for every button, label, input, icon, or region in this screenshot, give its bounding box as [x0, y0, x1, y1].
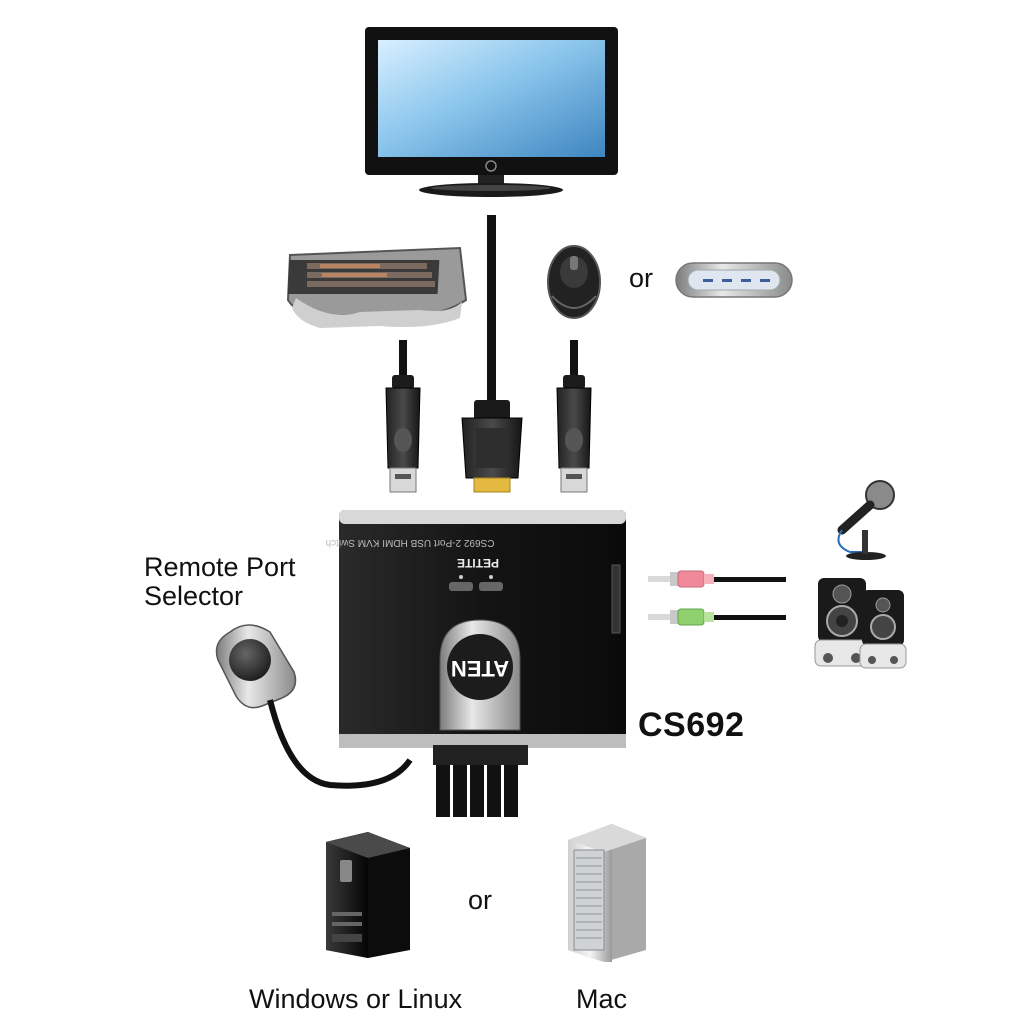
hdmi-cable	[461, 215, 523, 493]
microphone	[837, 480, 895, 560]
brand-logo: ATEN	[451, 656, 509, 681]
mouse	[547, 245, 601, 319]
monitor-screen	[378, 40, 605, 157]
power-button	[340, 860, 352, 882]
speaker-right	[859, 590, 907, 669]
audio-plug-pink	[648, 570, 786, 588]
usb-cable-keyboard	[385, 340, 421, 493]
model-label: CS692	[638, 706, 745, 744]
monitor	[365, 27, 618, 197]
kvm-switch: CS692 2-Port USB HDMI KVM Switch PETITE …	[326, 510, 626, 817]
remote-port-label-line2: Selector	[144, 581, 244, 611]
remote-selector-button[interactable]	[229, 639, 271, 681]
product-line-text: CS692 2-Port USB HDMI KVM Switch	[326, 537, 495, 548]
series-text: PETITE	[457, 556, 499, 570]
mac-label: Mac	[576, 984, 628, 1014]
remote-port-selector-label: Remote Port Selector	[144, 553, 364, 611]
port-1-button[interactable]	[449, 582, 473, 591]
usb-cable-mouse	[556, 340, 592, 493]
or-label-top: or	[629, 263, 654, 293]
speaker-left	[814, 578, 870, 667]
keyboard	[286, 246, 468, 328]
mac-pro	[568, 824, 646, 962]
port-2-button[interactable]	[479, 582, 503, 591]
audio-plug-green	[648, 608, 786, 626]
power-icon	[485, 160, 497, 172]
usb-hub	[675, 262, 793, 298]
port-buttons	[449, 575, 503, 591]
remote-port-selector	[215, 624, 413, 789]
hdmi-connector	[473, 477, 511, 493]
audio-cables	[648, 570, 786, 626]
or-label-bottom: or	[468, 885, 493, 915]
windows-linux-label: Windows or Linux	[249, 984, 463, 1014]
remote-port-label-line1: Remote Port	[144, 552, 296, 582]
windows-linux-pc	[326, 832, 410, 958]
speakers	[814, 578, 907, 669]
